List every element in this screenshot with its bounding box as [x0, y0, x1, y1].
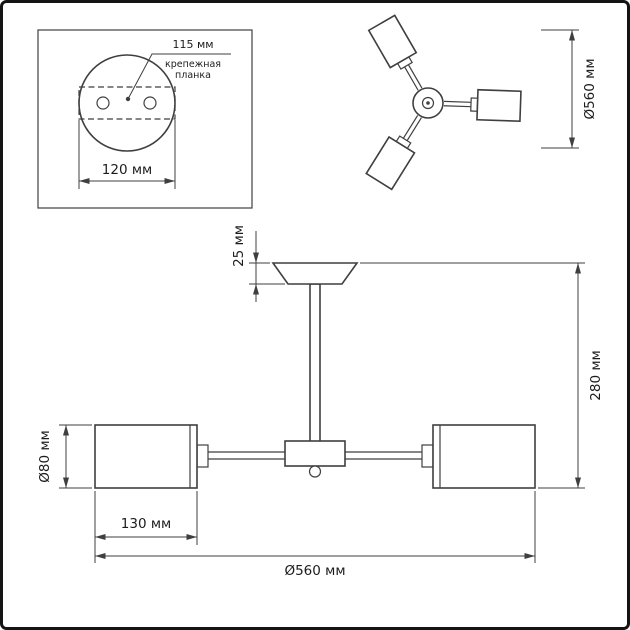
mounting-plate-detail: 115 мм крепежная планка 120 мм: [37, 29, 253, 209]
central-hub-inner: [421, 96, 435, 110]
ceiling-canopy: [271, 262, 359, 285]
shade-length-label: 130 мм: [121, 516, 171, 532]
plate-width-label: 120 мм: [102, 162, 152, 178]
lamp-shade-top-view: [476, 88, 522, 123]
right-shade-connector: [421, 444, 434, 468]
shade-diameter-dimension: Ø80 мм: [37, 424, 92, 489]
top-diameter-label: Ø560 мм: [582, 58, 598, 119]
arm-line: [407, 64, 423, 89]
stem: [309, 283, 321, 443]
total-diameter-label: Ø560 мм: [284, 563, 345, 579]
arm-line: [402, 115, 419, 139]
lamp-shade-top-view: [367, 14, 418, 69]
mounting-bracket-outline: [78, 86, 176, 120]
top-view-diameter-dimension: Ø560 мм: [541, 29, 598, 149]
lamp-shade-top-view: [365, 135, 416, 191]
arm-line: [444, 100, 472, 103]
shade-diameter-label: Ø80 мм: [37, 430, 53, 482]
total-height-dimension: 280 мм: [360, 262, 604, 489]
chandelier-side-view: [94, 262, 536, 489]
canopy-height-dimension: 25 мм: [231, 225, 285, 302]
canopy-height-label: 25 мм: [231, 225, 247, 267]
mounting-hole-right: [143, 96, 157, 110]
callout-leader-line: [127, 53, 231, 100]
top-view-arm-right: [443, 88, 522, 123]
left-shade-connector: [196, 444, 209, 468]
left-lamp-shade: [94, 424, 198, 489]
bracket-label-line1: крепежная: [165, 59, 221, 70]
total-diameter-dimension: Ø560 мм: [94, 491, 536, 579]
finial-ball: [308, 465, 322, 478]
top-view-arm-upper: [367, 14, 423, 91]
total-height-label: 280 мм: [588, 350, 604, 400]
hub-center-point: [426, 101, 430, 105]
central-body: [284, 440, 346, 467]
right-lamp-shade: [432, 424, 536, 489]
bracket-label-line2: планка: [175, 70, 211, 81]
chandelier-top-view: [365, 14, 522, 191]
hole-spacing-label: 115 мм: [172, 38, 213, 51]
arm-line: [406, 117, 422, 141]
arm-line: [404, 66, 419, 91]
detail-box-border: [37, 29, 253, 209]
mounting-hole-left: [96, 96, 110, 110]
arm-line: [443, 105, 471, 108]
top-view-arm-lower: [365, 115, 422, 191]
